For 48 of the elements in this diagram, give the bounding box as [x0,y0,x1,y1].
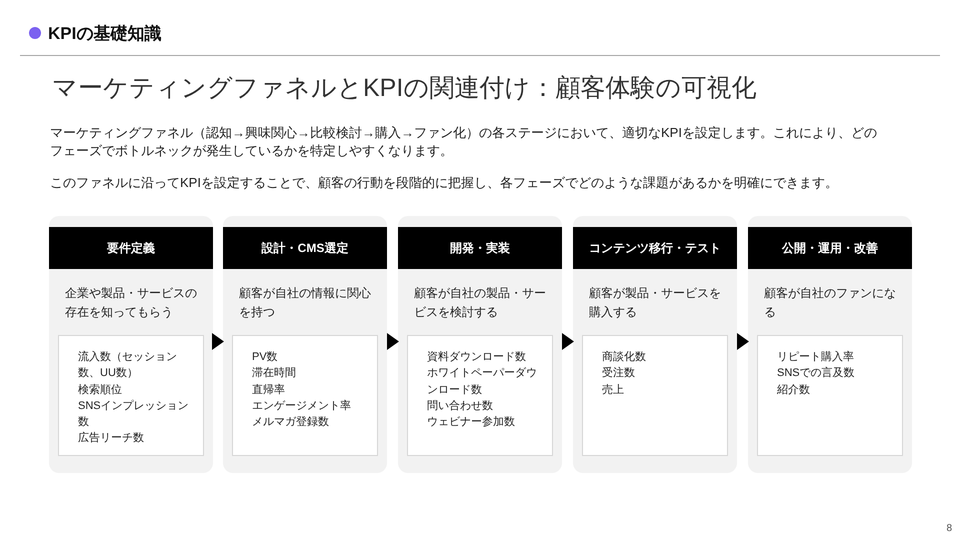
kpi-item: 滞在時間 [252,366,297,382]
stage-description: 顧客が製品・サービスを購入する [589,285,722,321]
kpi-item: 商談化数 [602,350,647,365]
kpi-item: 広告リーチ数 [78,430,145,446]
stage-card [49,216,213,473]
stage-heading: コンテンツ移行・テスト [573,227,737,269]
kpi-item: 問い合わせ数 [427,398,494,414]
stage-description: 顧客が自社の製品・サービスを検討する [414,285,547,321]
stage-card [223,216,387,473]
kpi-item: メルマガ登録数 [252,415,330,430]
page-number: 8 [945,522,952,536]
stage-card [573,216,737,473]
kpi-item: 売上 [602,382,625,398]
kpi-item: 受注数 [602,366,636,382]
stage-description: 顧客が自社の情報に関心を持つ [239,285,372,321]
stage-heading: 開発・実装 [398,227,562,269]
kpi-box [58,335,204,456]
arrow [562,333,574,350]
kpi-item: 流入数（セッション数、UU数） [78,350,178,382]
stage-card [748,216,912,473]
kpi-item: 紹介数 [777,382,811,398]
arrow [736,333,749,350]
kpi-box [582,335,728,456]
kpi-item: 資料ダウンロード数 [427,350,527,365]
stage-heading: 公開・運用・改善 [748,227,912,269]
kpi-box [407,335,553,456]
kpi-item: 検索順位 [78,382,123,398]
stage-description: 顧客が自社のファンになる [764,285,897,321]
kpi-item: リピート購入率 [777,350,855,365]
arrow [386,333,399,350]
kpi-item: PV数 [252,350,279,365]
stage-description: 企業や製品・サービスの存在を知ってもらう [65,285,198,321]
stage-card [398,216,562,473]
intro-paragraph: マーケティングファネル（認知→興味関心→比較検討→購入→ファン化）の各ステージにおいて、適切なKPIを設定します。これにより、どのフェーズでボトルネックが発生しているかを特定しやすくなります。 [50,124,878,160]
kpi-item: ウェビナー参加数 [427,415,516,430]
kpi-item: エンゲージメント率 [252,398,352,414]
intro-paragraph: このファネルに沿ってKPIを設定することで、顧客の行動を段階的に把握し、各フェーズでどのような課題があるかを明確にできます。 [50,174,839,192]
kpi-item: 直帰率 [252,382,286,398]
kpi-box [757,335,903,456]
stage-heading: 要件定義 [49,227,213,269]
kpi-item: SNSインプレッション数 [78,398,189,430]
arrow [212,333,224,350]
kpi-item: SNSでの言及数 [777,366,856,382]
kpi-item: ホワイトペーパーダウンロード数 [427,366,538,398]
kpi-box [232,335,378,456]
section-heading: KPIの基礎知識 [48,23,162,45]
slide-title: マーケティングファネルとKPIの関連付け：顧客体験の可視化 [52,73,756,104]
stage-heading: 設計・CMS選定 [223,227,387,269]
